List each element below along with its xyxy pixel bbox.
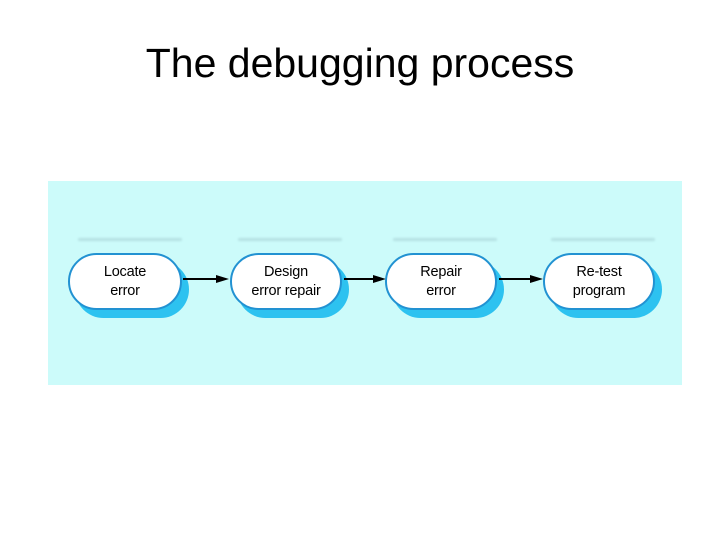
arrowhead-icon [216, 274, 229, 283]
node-label-line1: Repair [420, 263, 462, 280]
ghost-streak [393, 238, 497, 241]
arrow-line [344, 278, 375, 280]
arrow-line [183, 278, 218, 280]
slide-title: The debugging process [145, 40, 575, 86]
node-label-line2: program [572, 282, 626, 299]
flow-arrow [344, 272, 386, 286]
node-label-line1: Re-test [576, 263, 622, 280]
flow-node-repair-error: Repair error [385, 253, 504, 318]
node-label-line2: error repair [251, 282, 321, 299]
ghost-streak [238, 238, 342, 241]
node-body: Repair error [385, 253, 497, 310]
arrow-line [499, 278, 532, 280]
flow-arrow [499, 272, 543, 286]
node-label-line2: error [426, 282, 456, 299]
node-label-line1: Design [264, 263, 308, 280]
flow-node-retest-program: Re-test program [543, 253, 662, 318]
node-body: Locate error [68, 253, 182, 310]
arrowhead-icon [373, 274, 386, 283]
ghost-streak [78, 238, 182, 241]
node-label-line1: Locate [103, 263, 147, 280]
node-body: Re-test program [543, 253, 655, 310]
flow-node-design-error-repair: Design error repair [230, 253, 349, 318]
flow-node-locate-error: Locate error [68, 253, 189, 318]
node-body: Design error repair [230, 253, 342, 310]
ghost-streak [551, 238, 655, 241]
arrowhead-icon [530, 274, 543, 283]
node-label-line2: error [110, 282, 140, 299]
flow-arrow [183, 272, 229, 286]
